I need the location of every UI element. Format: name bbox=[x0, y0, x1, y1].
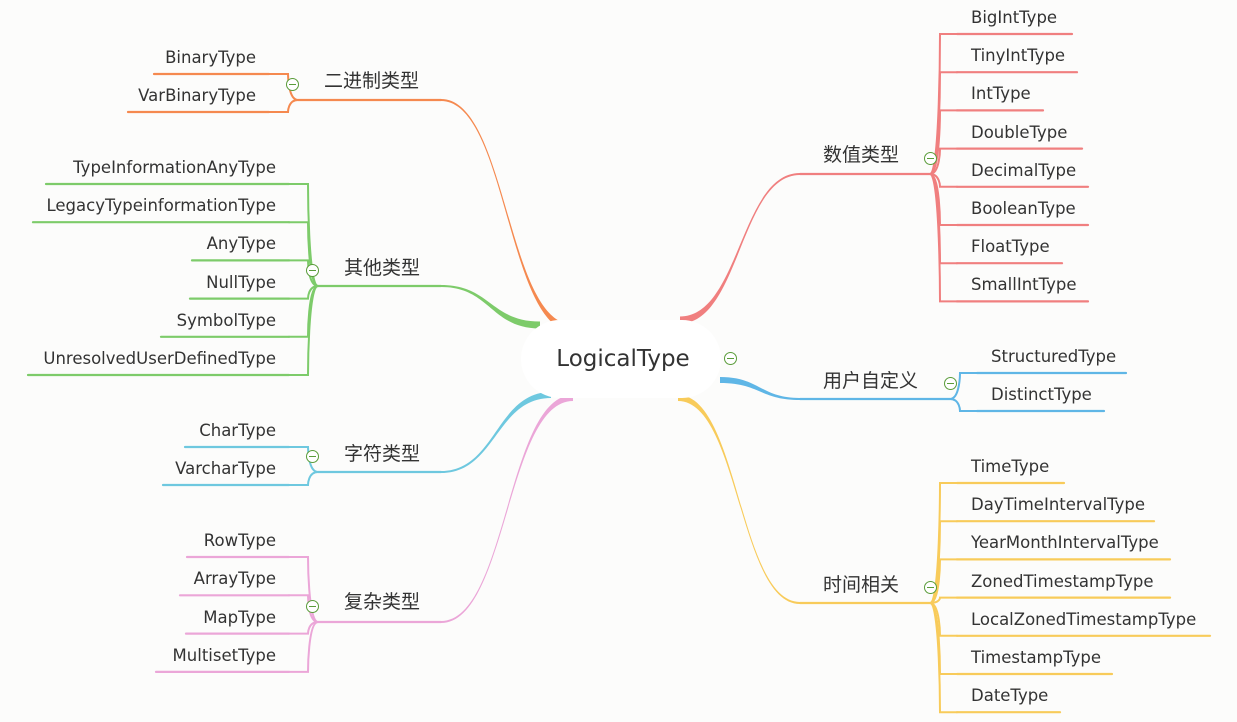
branch-connector-numeric bbox=[680, 173, 800, 324]
leaf-node-datetype[interactable]: DateType bbox=[971, 686, 1049, 706]
leaf-connector bbox=[288, 285, 319, 300]
root-node[interactable] bbox=[521, 320, 721, 398]
leaf-node-anytype[interactable]: AnyType bbox=[206, 234, 276, 254]
leaf-connector bbox=[288, 621, 319, 635]
branch-numeric bbox=[680, 32, 1090, 324]
leaf-node-booleantype[interactable]: BooleanType bbox=[971, 199, 1076, 218]
branch-connector-time bbox=[678, 395, 800, 604]
leaf-node-doubletype[interactable]: DoubleType bbox=[971, 122, 1068, 142]
leaf-connector bbox=[929, 602, 958, 637]
branch-connector-other bbox=[441, 285, 540, 329]
branch-node-other[interactable]: 其他类型 bbox=[344, 257, 421, 279]
collapse-icon-char[interactable] bbox=[306, 450, 319, 463]
branch-char bbox=[161, 392, 551, 487]
leaf-node-arraytype[interactable]: ArrayType bbox=[193, 569, 276, 589]
leaf-node-varchartype[interactable]: VarcharType bbox=[175, 459, 276, 478]
leaf-connector bbox=[929, 558, 958, 604]
leaf-connector bbox=[288, 594, 319, 623]
branch-node-binary[interactable]: 二进制类型 bbox=[324, 70, 420, 92]
leaf-node-varbinarytype[interactable]: VarBinaryType bbox=[138, 86, 256, 105]
branch-connector-user-defined bbox=[720, 377, 800, 400]
leaf-node-timestamptype[interactable]: TimestampType bbox=[971, 648, 1102, 667]
collapse-icon-user-defined[interactable] bbox=[944, 377, 957, 390]
leaf-connector bbox=[288, 621, 319, 673]
leaf-node-binarytype[interactable]: BinaryType bbox=[165, 48, 256, 67]
leaf-connector bbox=[288, 446, 319, 473]
collapse-icon-complex[interactable] bbox=[306, 600, 319, 613]
leaf-connector bbox=[288, 471, 319, 486]
collapse-icon-binary[interactable] bbox=[286, 78, 299, 91]
leaf-node-localzonedtimestamptype[interactable]: LocalZonedTimestampType bbox=[971, 609, 1197, 629]
leaf-node-chartype[interactable]: CharType bbox=[199, 421, 276, 440]
leaf-connector bbox=[949, 398, 978, 413]
leaf-node-zonedtimestamptype[interactable]: ZonedTimestampType bbox=[971, 571, 1154, 591]
leaf-connector bbox=[929, 109, 958, 175]
leaf-node-floattype[interactable]: FloatType bbox=[971, 237, 1050, 257]
leaf-node-timetype[interactable]: TimeType bbox=[971, 457, 1050, 476]
branch-time bbox=[678, 395, 1212, 714]
leaf-connector bbox=[288, 259, 319, 287]
collapse-icon-other[interactable] bbox=[306, 264, 319, 277]
leaf-node-biginttype[interactable]: BigIntType bbox=[971, 8, 1058, 27]
leaf-node-distincttype[interactable]: DistinctType bbox=[991, 385, 1092, 404]
leaf-node-daytimeintervaltype[interactable]: DayTimeIntervalType bbox=[971, 495, 1146, 515]
leaf-node-yearmonthintervaltype[interactable]: YearMonthIntervalType bbox=[971, 533, 1159, 553]
leaf-connector bbox=[268, 73, 299, 101]
leaf-node-multisettype[interactable]: MultisetType bbox=[172, 645, 276, 665]
branch-connector-char bbox=[441, 392, 551, 473]
leaf-node-maptype[interactable]: MapType bbox=[203, 607, 276, 627]
leaf-node-rowtype[interactable]: RowType bbox=[203, 531, 276, 550]
leaf-node-smallinttype[interactable]: SmallIntType bbox=[971, 275, 1077, 295]
leaf-node-inttype[interactable]: IntType bbox=[971, 84, 1031, 104]
branch-user-defined bbox=[720, 371, 1128, 413]
root-label: LogicalType bbox=[556, 346, 690, 372]
leaf-connector bbox=[929, 147, 958, 175]
branch-node-user-defined[interactable]: 用户自定义 bbox=[823, 370, 919, 392]
leaf-node-decimaltype[interactable]: DecimalType bbox=[971, 160, 1077, 180]
leaf-connector bbox=[929, 596, 958, 604]
leaf-connector bbox=[949, 372, 978, 400]
leaf-node-symboltype[interactable]: SymbolType bbox=[176, 310, 276, 330]
leaf-connector bbox=[929, 602, 958, 714]
leaf-connector bbox=[288, 285, 319, 376]
root-collapse-icon[interactable] bbox=[724, 352, 737, 365]
leaf-node-legacytypeinformationtype[interactable]: LegacyTypeinformationType bbox=[46, 196, 276, 216]
leaf-node-tinyinttype[interactable]: TinyIntType bbox=[971, 46, 1066, 66]
branch-node-time[interactable]: 时间相关 bbox=[823, 574, 900, 596]
leaf-node-unresolveduserdefinedtype[interactable]: UnresolvedUserDefinedType bbox=[43, 349, 276, 368]
branch-node-numeric[interactable]: 数值类型 bbox=[823, 144, 900, 166]
collapse-icon-time[interactable] bbox=[924, 581, 937, 594]
branch-connector-complex bbox=[441, 395, 573, 623]
branch-node-complex[interactable]: 复杂类型 bbox=[344, 591, 421, 613]
branch-connector-binary bbox=[441, 99, 573, 332]
collapse-icon-numeric[interactable] bbox=[924, 152, 937, 165]
leaf-connector bbox=[929, 173, 958, 303]
leaf-node-typeinformationanytype[interactable]: TypeInformationAnyType bbox=[73, 158, 276, 177]
leaf-connector bbox=[268, 99, 299, 113]
branch-binary bbox=[126, 72, 573, 332]
leaf-node-structuredtype[interactable]: StructuredType bbox=[991, 347, 1117, 366]
leaf-node-nulltype[interactable]: NullType bbox=[206, 272, 276, 292]
branch-other bbox=[26, 182, 540, 377]
leaf-connector bbox=[929, 173, 958, 188]
branch-node-char[interactable]: 字符类型 bbox=[344, 443, 421, 465]
